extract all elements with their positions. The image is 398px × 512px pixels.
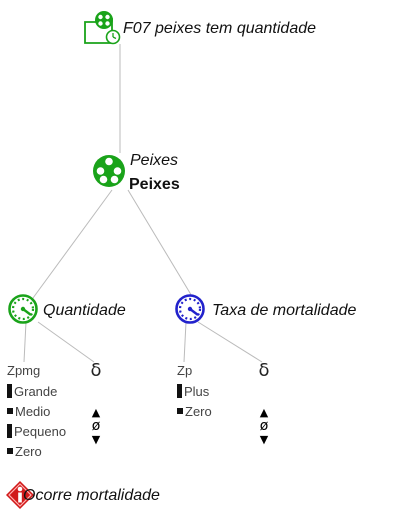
qspace-value-label: Zero — [15, 443, 42, 459]
qspace-value-label: Pequeno — [14, 423, 67, 439]
agent-icon — [6, 481, 34, 509]
process-icon — [84, 11, 121, 45]
quantity-gauge-icon — [8, 294, 38, 324]
qspace-value-label: Plus — [184, 383, 210, 399]
arrow-down-icon: ▼ — [259, 433, 269, 446]
edge-entity-quantidade — [32, 189, 113, 299]
point-marker — [7, 448, 13, 454]
quantity-space-zpmg: Zpmg Grande Medio Pequeno Zero — [7, 363, 66, 461]
entity-type-label: Peixes — [129, 176, 180, 193]
edge-taxa-derivative — [197, 321, 263, 363]
qspace-value-label: Zero — [185, 403, 212, 419]
quantity-name: Taxa de mortalidade — [212, 302, 357, 319]
qspace-value-label: Medio — [15, 403, 51, 419]
entity-label: Peixes — [130, 152, 179, 169]
entity-icon — [93, 155, 125, 187]
qspace-value-label: Grande — [14, 383, 58, 399]
edge-quantidade-derivative — [37, 321, 95, 363]
derivative-space[interactable]: ▲ ø ▼ — [256, 407, 272, 445]
quantity-gauge-icon — [175, 294, 205, 324]
interval-marker — [7, 384, 12, 398]
agent-node[interactable]: Ocorre mortalidade — [5, 480, 245, 510]
qspace-value-zero[interactable]: Zero — [7, 441, 66, 461]
root-label: F07 peixes tem quantidade — [123, 20, 317, 37]
derivative-taxa-de-mortalidade: δ ▲ ø ▼ — [256, 360, 272, 445]
edge-entity-taxa — [127, 189, 194, 299]
quantity-space-name: Zp — [177, 363, 193, 378]
arrow-up-icon: ▲ — [91, 406, 101, 419]
qspace-value-pequeno[interactable]: Pequeno — [7, 421, 66, 441]
derivative-value: ø — [259, 418, 269, 434]
root-node[interactable]: F07 peixes tem quantidade — [82, 10, 382, 46]
qspace-value-plus[interactable]: Plus — [177, 381, 212, 401]
quantity-space-zp: Zp Plus Zero — [177, 363, 212, 421]
derivative-symbol: δ — [90, 360, 102, 381]
point-marker — [7, 408, 13, 414]
edge-quantidade-qspace — [23, 321, 27, 363]
derivative-value: ø — [91, 418, 101, 434]
interval-marker — [177, 384, 182, 398]
quantity-node-quantidade[interactable]: Quantidade — [8, 294, 158, 326]
derivative-space[interactable]: ▲ ø ▼ — [88, 407, 104, 445]
derivative-quantidade: δ ▲ ø ▼ — [88, 360, 104, 445]
edge-taxa-qspace — [183, 321, 187, 363]
interval-marker — [7, 424, 12, 438]
quantity-node-taxa-de-mortalidade[interactable]: Taxa de mortalidade — [175, 294, 395, 326]
qspace-value-medio[interactable]: Medio — [7, 401, 66, 421]
agent-label: Ocorre mortalidade — [23, 487, 160, 504]
arrow-up-icon: ▲ — [259, 406, 269, 419]
derivative-symbol: δ — [258, 360, 270, 381]
entity-node[interactable]: Peixes Peixes — [92, 152, 202, 196]
quantity-name: Quantidade — [43, 302, 126, 319]
qspace-value-grande[interactable]: Grande — [7, 381, 66, 401]
point-marker — [177, 408, 183, 414]
qspace-value-zero[interactable]: Zero — [177, 401, 212, 421]
quantity-space-name: Zpmg — [7, 363, 41, 378]
arrow-down-icon: ▼ — [91, 433, 101, 446]
